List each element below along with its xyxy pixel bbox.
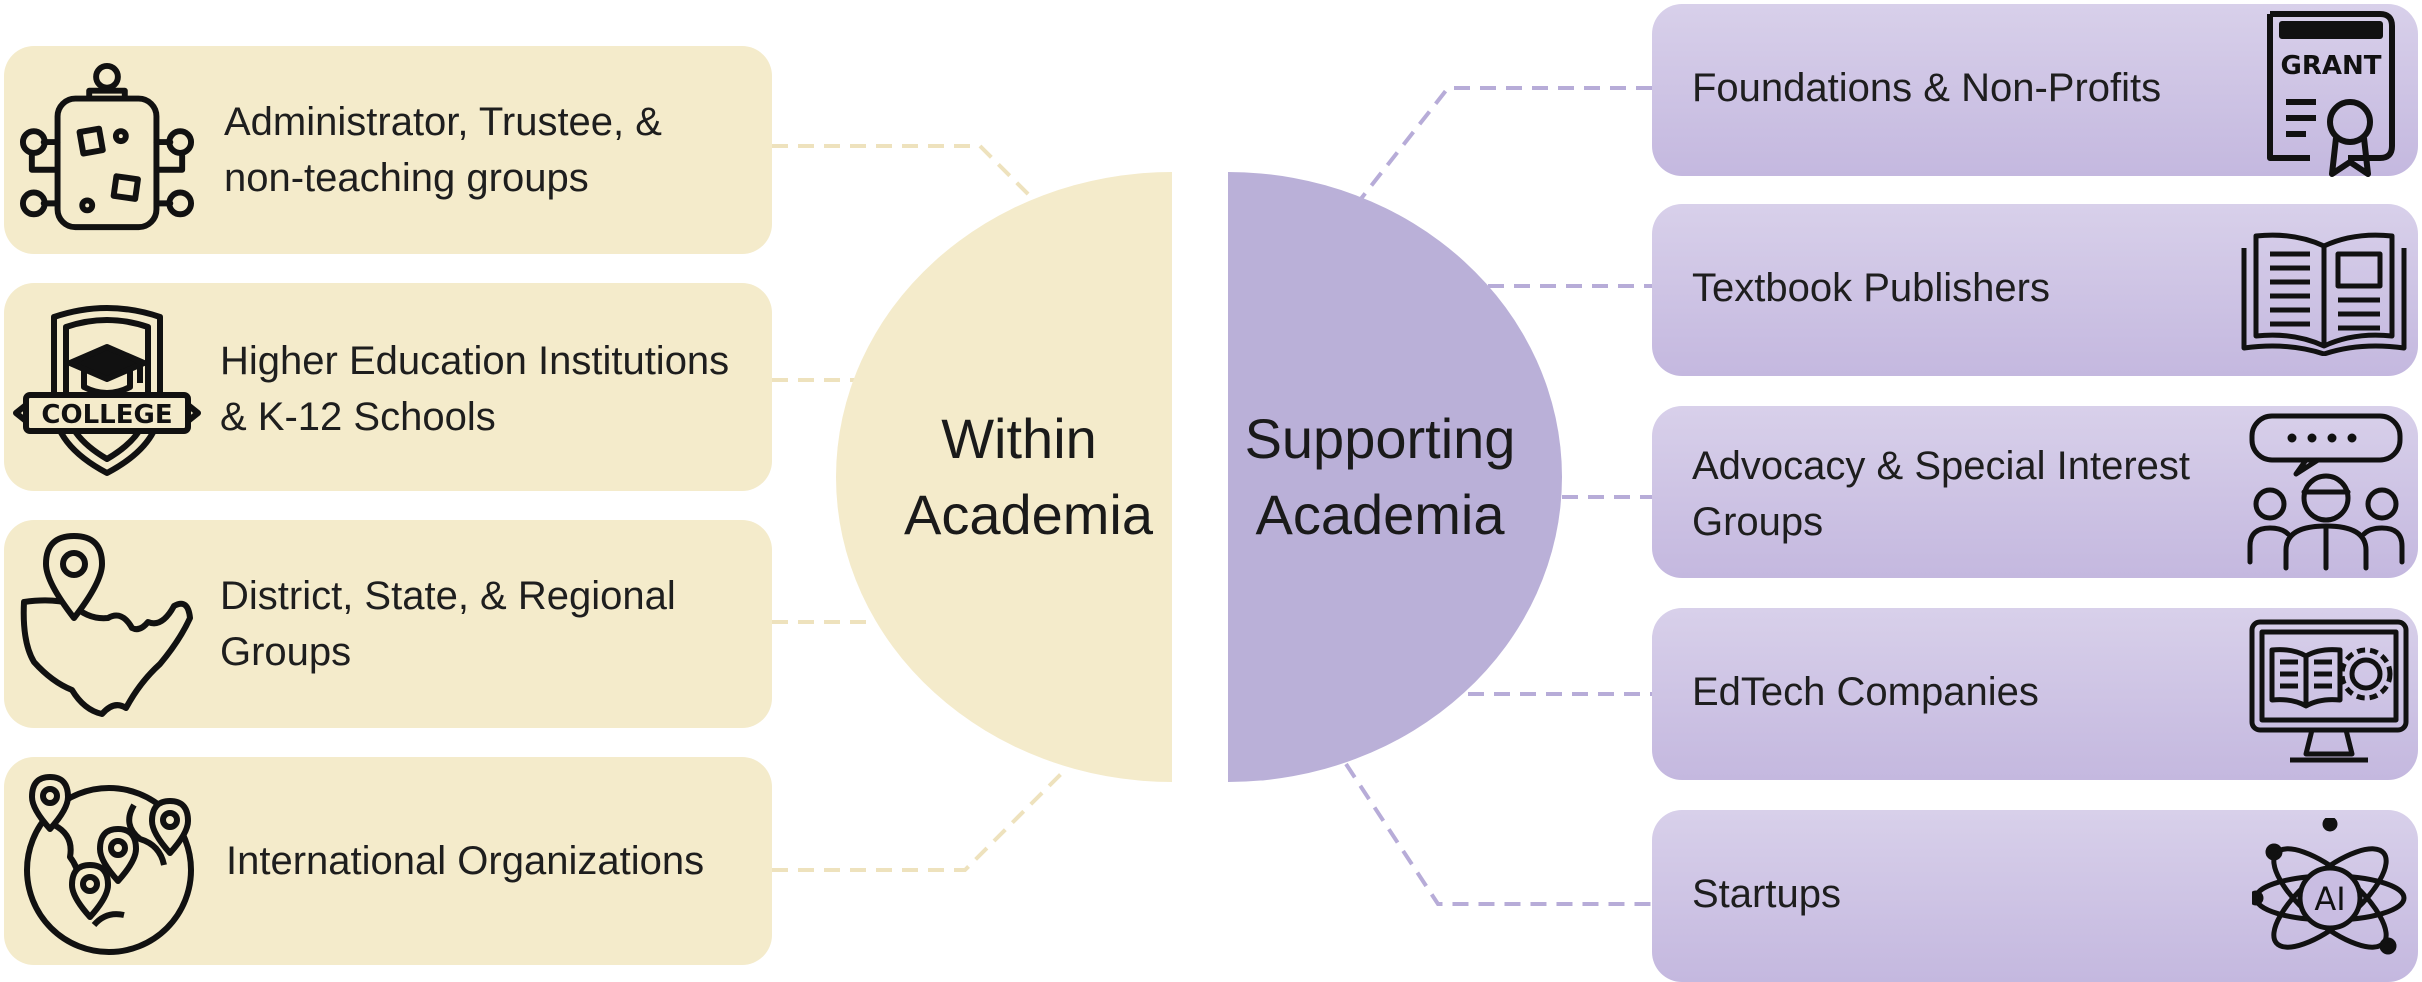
group-label: Higher Education Institutions & K-12 Sch… [220,339,730,439]
group-card-regional: District, State, & Regional Groups [4,520,772,728]
globe-pins-icon [14,765,204,955]
group-card-edtech: EdTech Companies [1652,608,2418,780]
group-card-institutions: COLLEGE Higher Education Institutions & … [4,283,772,491]
connector-right-1 [1358,86,1652,202]
group-card-publishers: Textbook Publishers [1652,204,2418,376]
grant-certificate-icon: GRANT [2260,10,2400,178]
grant-icon-text: GRANT [2281,51,2382,81]
group-card-foundations: Foundations & Non-Profits GRANT [1652,4,2418,178]
within-academia-label: Within Academia [904,407,1154,546]
connector-left-1 [772,144,1032,198]
supporting-academia-label: Supporting Academia [1244,407,1516,546]
speaking-group-icon [2246,412,2406,572]
svg-text:COLLEGE: COLLEGE [41,400,172,430]
meeting-table-icon [18,60,196,240]
group-label: Advocacy & Special Interest Groups [1692,444,2191,544]
group-label: Administrator, Trustee, & non-teaching g… [224,100,662,200]
group-card-international: International Organizations [4,757,772,965]
ai-atom-icon: AI [2252,818,2408,978]
monitor-book-gear-icon [2246,616,2412,768]
college-badge-icon: COLLEGE [12,295,202,479]
group-label: Foundations & Non-Profits [1692,66,2162,110]
ai-icon-text: AI [2314,880,2345,918]
group-card-administrators: Administrator, Trustee, & non-teaching g… [4,46,772,254]
connector-right-5 [1344,762,1652,906]
open-book-icon [2238,224,2410,356]
connector-left-4 [772,768,1067,872]
group-label: Textbook Publishers [1692,266,2050,310]
group-label: EdTech Companies [1692,670,2039,714]
us-map-pin-icon [12,532,202,722]
group-label: Startups [1692,872,1841,916]
group-label: International Organizations [226,839,705,883]
group-label: District, State, & Regional Groups [220,574,676,674]
group-card-advocacy: Advocacy & Special Interest Groups [1652,406,2418,578]
group-card-startups: Startups AI [1652,810,2418,982]
